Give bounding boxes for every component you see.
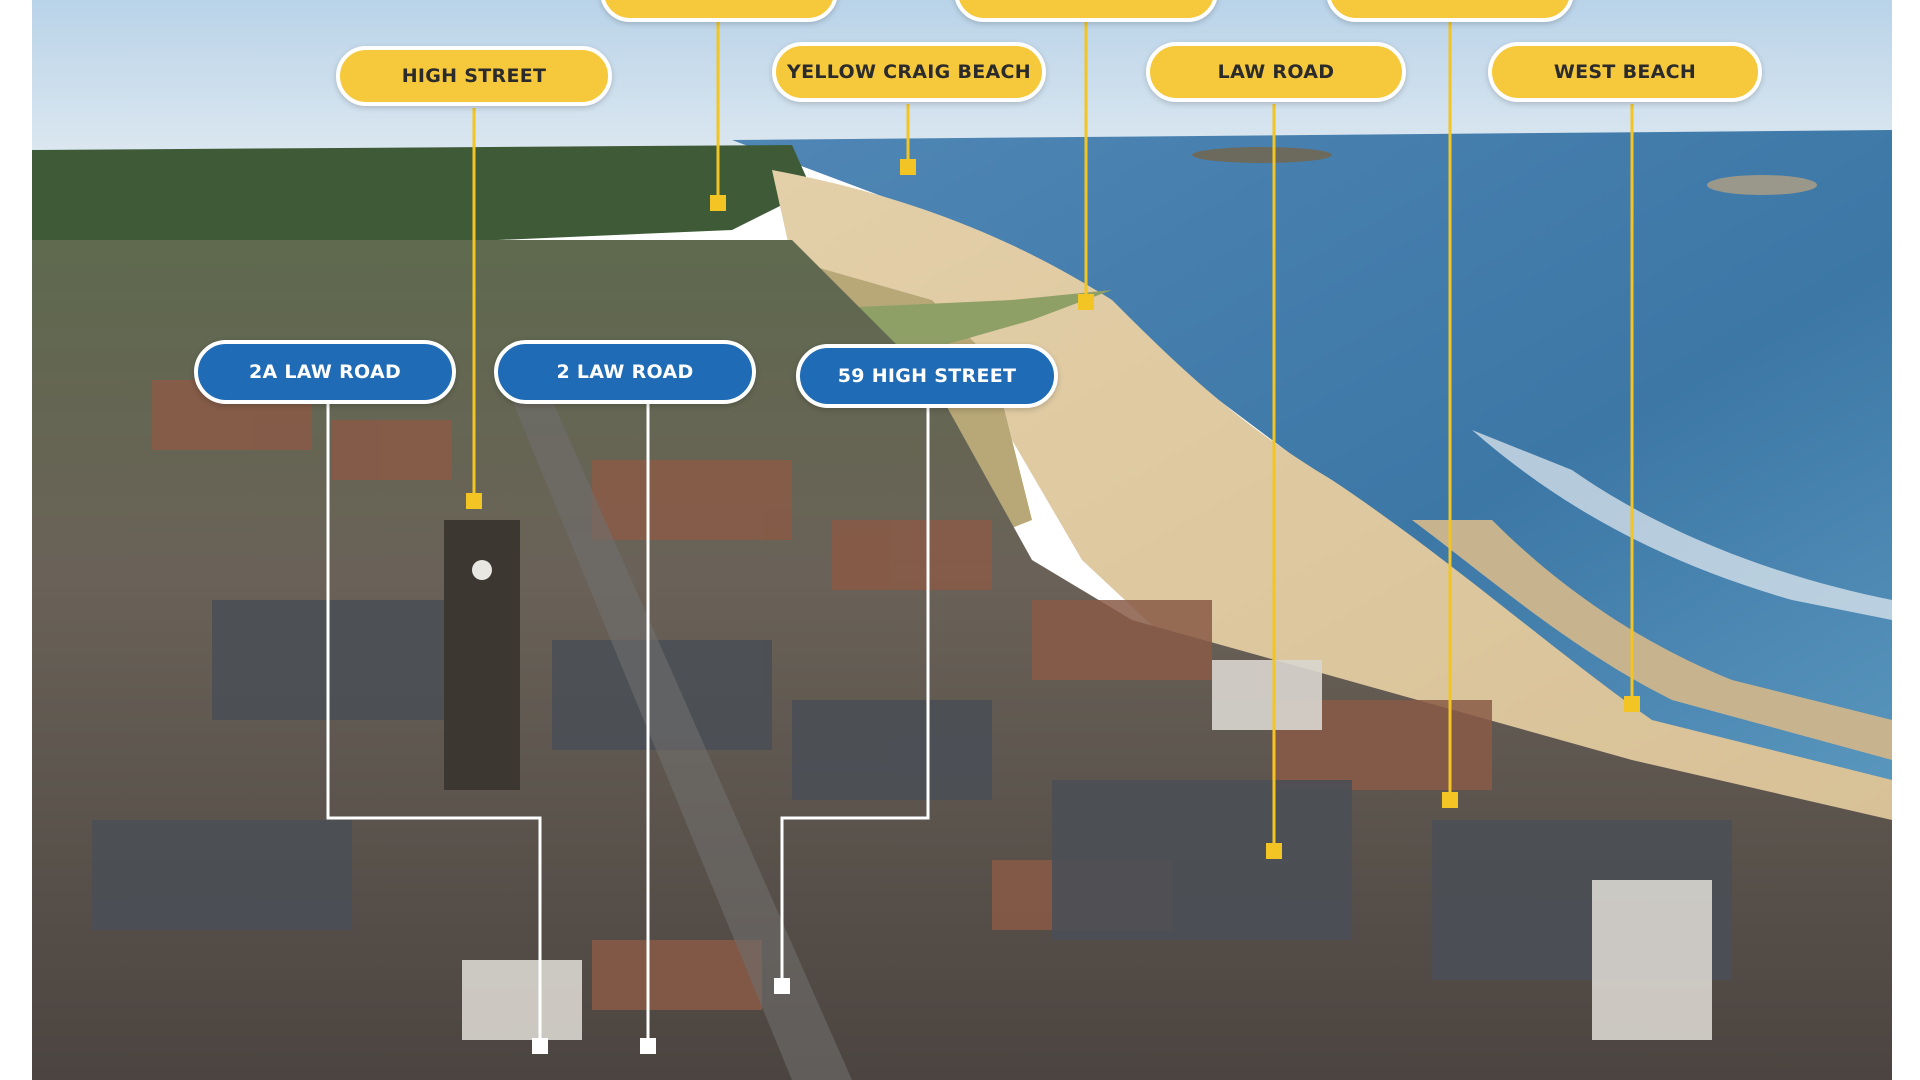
label-west-beach: WEST BEACH: [1488, 42, 1762, 102]
top-label-cutoff-3: [1326, 0, 1574, 22]
label-high-street: HIGH STREET: [336, 46, 612, 106]
label-2-law-road: 2 LAW ROAD: [494, 340, 756, 404]
beach: [772, 170, 1892, 820]
label-59-high-street: 59 HIGH STREET: [796, 344, 1058, 408]
label-yellow-craig-beach: YELLOW CRAIG BEACH: [772, 42, 1046, 102]
top-label-cutoff-1: [600, 0, 838, 22]
top-label-cutoff-2: [954, 0, 1218, 22]
label-2a-law-road: 2A LAW ROAD: [194, 340, 456, 404]
label-law-road: LAW ROAD: [1146, 42, 1406, 102]
aerial-photo: [32, 0, 1892, 1080]
distant-trees: [32, 145, 812, 260]
